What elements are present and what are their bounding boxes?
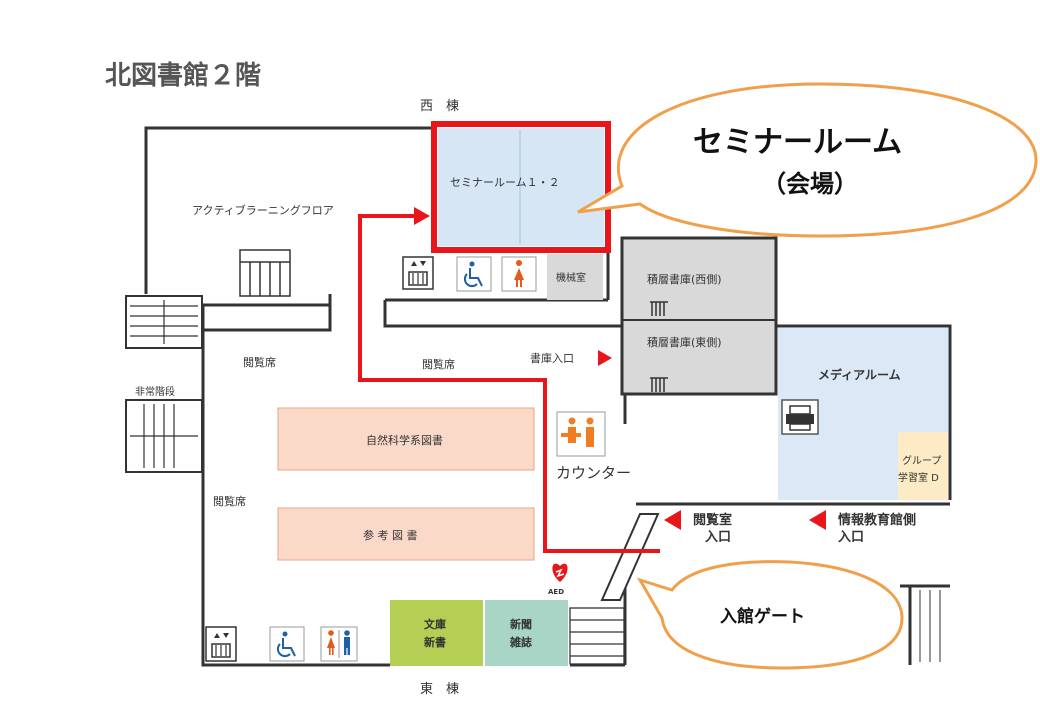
printer-icon [781, 399, 819, 435]
page-title: 北図書館２階 [105, 60, 261, 91]
reading-seat-label-1: 閲覧席 [243, 355, 276, 369]
accessible-toilet-icon [456, 256, 492, 292]
reading-seat-label-2: 閲覧席 [422, 357, 455, 371]
machine-room: 機械室 [547, 254, 603, 300]
natural-science-label: 自然科学系図書 [366, 433, 443, 447]
aed-icon: AED [548, 563, 568, 596]
stairs-upper [239, 249, 291, 297]
west-wing-label: 西 棟 [420, 99, 459, 114]
gate-callout: 入館ゲート [636, 560, 904, 670]
counter-icon [556, 411, 606, 457]
stack-stairs-east [650, 377, 668, 392]
emergency-stairs-label: 非常階段 [135, 385, 175, 398]
lower-right-stairs [919, 590, 941, 662]
info-wing-entrance-arrow-icon [809, 510, 826, 530]
seminar-callout-subtitle: （会場） [762, 170, 858, 198]
media-room-label: メディアルーム [818, 367, 901, 382]
newspaper-shelf: 新聞 雑誌 [485, 600, 568, 666]
bunko-shelf: 文庫 新書 [390, 600, 483, 666]
gate-callout-label: 入館ゲート [720, 606, 805, 627]
reading-room-entrance-label-2: 入口 [705, 530, 731, 545]
stack-entrance-arrow-icon [598, 350, 612, 366]
media-room: メディアルーム グループ 学習室 D [778, 328, 948, 500]
stack-east-label: 積層書庫(東側) [647, 335, 722, 349]
stairs-lower [569, 607, 625, 665]
newspaper-label-2: 雑誌 [509, 635, 532, 649]
reference-label: 参 考 図 書 [363, 528, 418, 542]
seminar-callout-title: セミナールーム [693, 125, 902, 160]
seminar-callout: セミナールーム （会場） [577, 82, 1038, 238]
stack-stairs-west [650, 301, 668, 316]
reading-seat-label-3: 閲覧席 [213, 494, 246, 508]
elevator-icon [402, 256, 434, 290]
female-toilet-icon [501, 256, 537, 292]
seminar-room-label: セミナールーム１・２ [450, 176, 560, 189]
bunko-label-2: 新書 [424, 635, 446, 649]
group-study-label-2: 学習室 D [898, 471, 939, 484]
aed-label: AED [548, 588, 564, 596]
reading-room-entrance-label-1: 閲覧室 [693, 512, 732, 528]
info-wing-entrance-label-2: 入口 [838, 530, 864, 545]
route-arrow-icon [414, 207, 430, 225]
info-wing-entrance-label-1: 情報教育館側 [838, 512, 916, 528]
newspaper-label-1: 新聞 [510, 617, 532, 631]
elevator-icon-lower [205, 626, 237, 662]
stack-west-label: 積層書庫(西側) [647, 272, 722, 286]
machine-room-label: 機械室 [556, 271, 586, 284]
emergency-stairs: 非常階段 [125, 295, 203, 473]
stack-entrance-label: 書庫入口 [530, 351, 574, 365]
stack-rooms: 積層書庫(西側) 積層書庫(東側) [620, 236, 778, 396]
group-study-label-1: グループ [902, 454, 941, 467]
east-wing-label: 東 棟 [420, 681, 459, 697]
reading-room-entrance-arrow-icon [664, 510, 681, 530]
natural-science-shelf: 自然科学系図書 [277, 407, 535, 471]
counter-label: カウンター [556, 464, 631, 482]
route-path [358, 214, 660, 553]
seminar-highlight-box [431, 121, 611, 253]
active-learning-label: アクティブラーニングフロア [192, 203, 334, 217]
accessible-toilet-icon-lower [269, 626, 305, 662]
bunko-label-1: 文庫 [424, 617, 446, 631]
reference-shelf: 参 考 図 書 [277, 507, 535, 561]
seminar-room [438, 128, 604, 246]
restroom-icon-lower [320, 626, 358, 662]
entrance-gate [600, 513, 660, 601]
